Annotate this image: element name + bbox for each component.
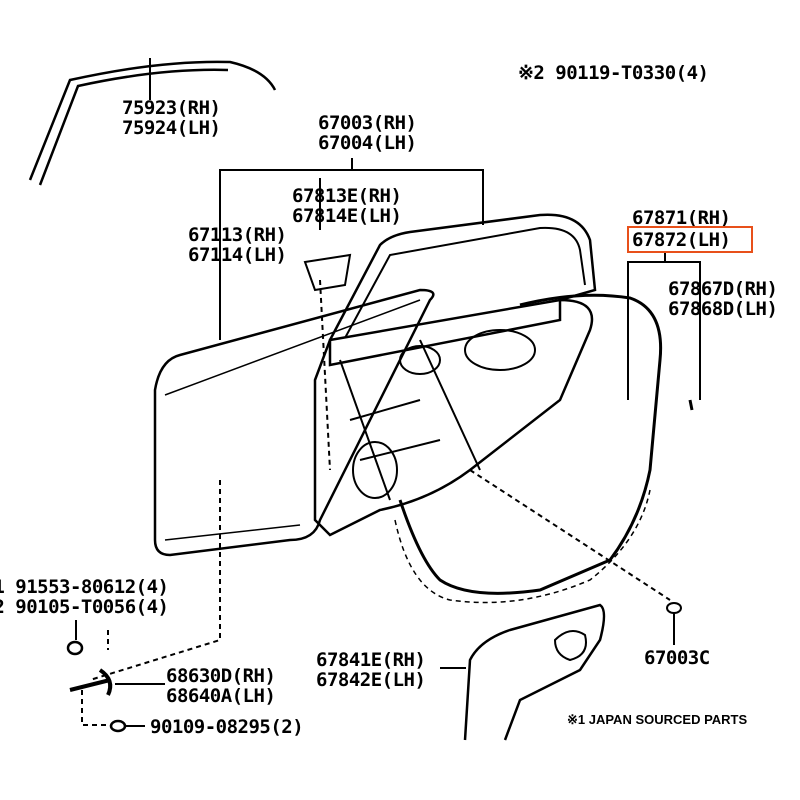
- footnote: ※1 JAPAN SOURCED PARTS: [567, 712, 748, 727]
- part-label[interactable]: 67004(LH): [318, 132, 417, 154]
- door-check: [69, 668, 113, 696]
- screw-icon: [109, 719, 127, 733]
- door-inner-panel: [313, 298, 594, 537]
- door-frame: [328, 213, 597, 367]
- door-weatherstrip: [398, 293, 663, 595]
- leader-bracket: [219, 158, 484, 340]
- part-label[interactable]: 67813E(RH): [292, 185, 402, 207]
- part-label[interactable]: 90109-08295(2): [150, 716, 304, 738]
- part-label-selected[interactable]: 67872(LH): [632, 229, 731, 251]
- part-label[interactable]: 68640A(LH): [166, 685, 276, 707]
- door-outer-panel: [153, 288, 435, 557]
- part-label[interactable]: 75924(LH): [122, 117, 221, 139]
- seal-patch: [303, 253, 352, 292]
- part-label[interactable]: 67841E(RH): [316, 649, 426, 671]
- part-label[interactable]: 67871(RH): [632, 207, 731, 229]
- part-label[interactable]: 67113(RH): [188, 224, 287, 246]
- selected-part-highlight: [627, 226, 753, 253]
- part-label[interactable]: 68630D(RH): [166, 665, 276, 687]
- part-label[interactable]: 67867D(RH): [668, 278, 778, 300]
- leader-bracket: [627, 252, 701, 400]
- part-label[interactable]: 67814E(LH): [292, 205, 402, 227]
- part-label[interactable]: 67003C: [644, 647, 710, 669]
- part-label[interactable]: ※2 90119-T0330(4): [518, 62, 709, 84]
- clip-icon: [666, 602, 682, 614]
- part-label[interactable]: ※2 90105-T0056(4): [0, 596, 169, 618]
- bolt-icon: [66, 640, 84, 656]
- part-label[interactable]: ※1 91553-80612(4): [0, 576, 169, 598]
- part-label[interactable]: 67114(LH): [188, 244, 287, 266]
- door-trim-panel: [463, 603, 606, 741]
- part-label[interactable]: 75923(RH): [122, 97, 221, 119]
- part-label[interactable]: 67842E(LH): [316, 669, 426, 691]
- part-label[interactable]: 67868D(LH): [668, 298, 778, 320]
- part-label[interactable]: 67003(RH): [318, 112, 417, 134]
